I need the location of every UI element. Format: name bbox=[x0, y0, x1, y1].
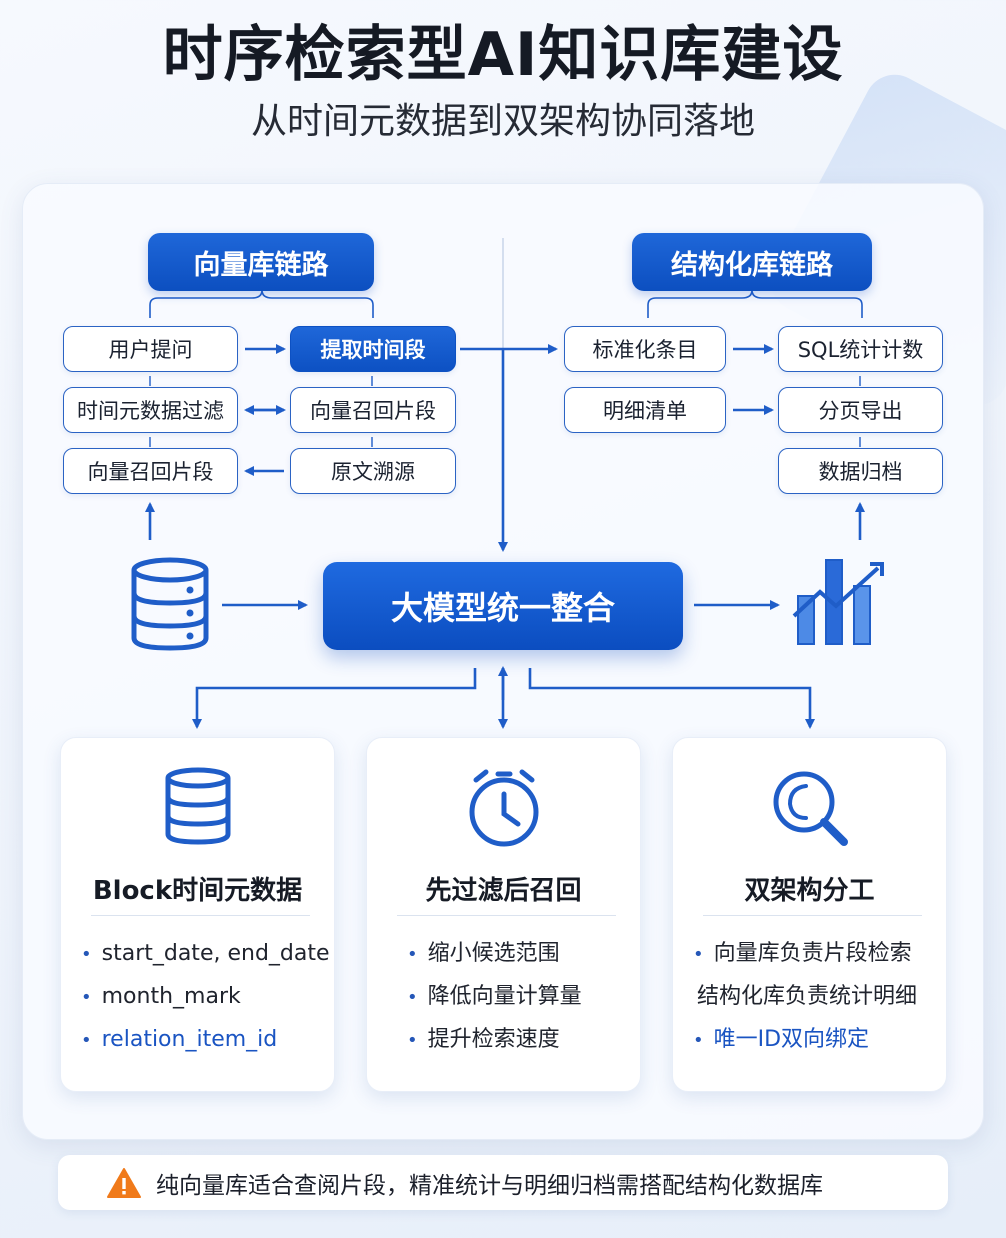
structured-chain-header: 结构化库链路 bbox=[632, 233, 872, 291]
list-item: •向量库负责片段检索 bbox=[693, 941, 912, 966]
list-item: •提升检索速度 bbox=[407, 1027, 560, 1052]
card-title: 双架构分工 bbox=[744, 876, 875, 906]
node-data-archive: 数据归档 bbox=[778, 448, 943, 494]
node-extract-time-range: 提取时间段 bbox=[290, 326, 456, 372]
bar-chart-icon bbox=[792, 559, 884, 645]
clock-icon bbox=[469, 769, 538, 847]
card-title: 先过滤后召回 bbox=[425, 876, 582, 906]
card-title: Block时间元数据 bbox=[92, 876, 303, 906]
footer-note: 纯向量库适合查阅片段，精准统计与明细归档需搭配结构化数据库 bbox=[58, 1155, 948, 1210]
node-paged-export: 分页导出 bbox=[778, 387, 943, 433]
card-divider bbox=[703, 915, 922, 916]
card-dual-architecture: 双架构分工 •向量库负责片段检索 结构化库负责统计明细 •唯一ID双向绑定 bbox=[672, 737, 947, 1092]
node-standardized-entries: 标准化条目 bbox=[564, 326, 726, 372]
node-source-trace: 原文溯源 bbox=[290, 448, 456, 494]
list-item: 结构化库负责统计明细 bbox=[697, 984, 918, 1009]
database-icon bbox=[165, 767, 230, 845]
node-vector-recall-right: 向量召回片段 bbox=[290, 387, 456, 433]
central-llm-integration: 大模型统一整合 bbox=[323, 562, 683, 650]
list-item: •month_mark bbox=[81, 984, 241, 1009]
page-title: 时序检索型AI知识库建设 bbox=[162, 20, 844, 90]
node-vector-recall-left: 向量召回片段 bbox=[63, 448, 238, 494]
list-item: •start_date, end_date bbox=[81, 941, 330, 966]
vector-chain-header: 向量库链路 bbox=[148, 233, 374, 291]
card-filter-then-recall: 先过滤后召回 •缩小候选范围 •降低向量计算量 •提升检索速度 bbox=[366, 737, 641, 1092]
list-item: •缩小候选范围 bbox=[407, 941, 560, 966]
node-user-question: 用户提问 bbox=[63, 326, 238, 372]
page-subtitle: 从时间元数据到双架构协同落地 bbox=[250, 101, 755, 142]
card-divider bbox=[397, 915, 616, 916]
database-icon bbox=[131, 557, 209, 651]
search-magnifier-icon bbox=[773, 771, 848, 846]
list-item: •降低向量计算量 bbox=[407, 984, 582, 1009]
warning-icon bbox=[106, 1167, 142, 1199]
card-block-metadata: Block时间元数据 •start_date, end_date •month_… bbox=[60, 737, 335, 1092]
node-detail-list: 明细清单 bbox=[564, 387, 726, 433]
footer-text: 纯向量库适合查阅片段，精准统计与明细归档需搭配结构化数据库 bbox=[156, 1172, 823, 1199]
list-item: •唯一ID双向绑定 bbox=[693, 1027, 870, 1052]
list-item: •relation_item_id bbox=[81, 1027, 278, 1052]
card-divider bbox=[91, 915, 310, 916]
node-sql-count: SQL统计计数 bbox=[778, 326, 943, 372]
node-time-metadata-filter: 时间元数据过滤 bbox=[63, 387, 238, 433]
